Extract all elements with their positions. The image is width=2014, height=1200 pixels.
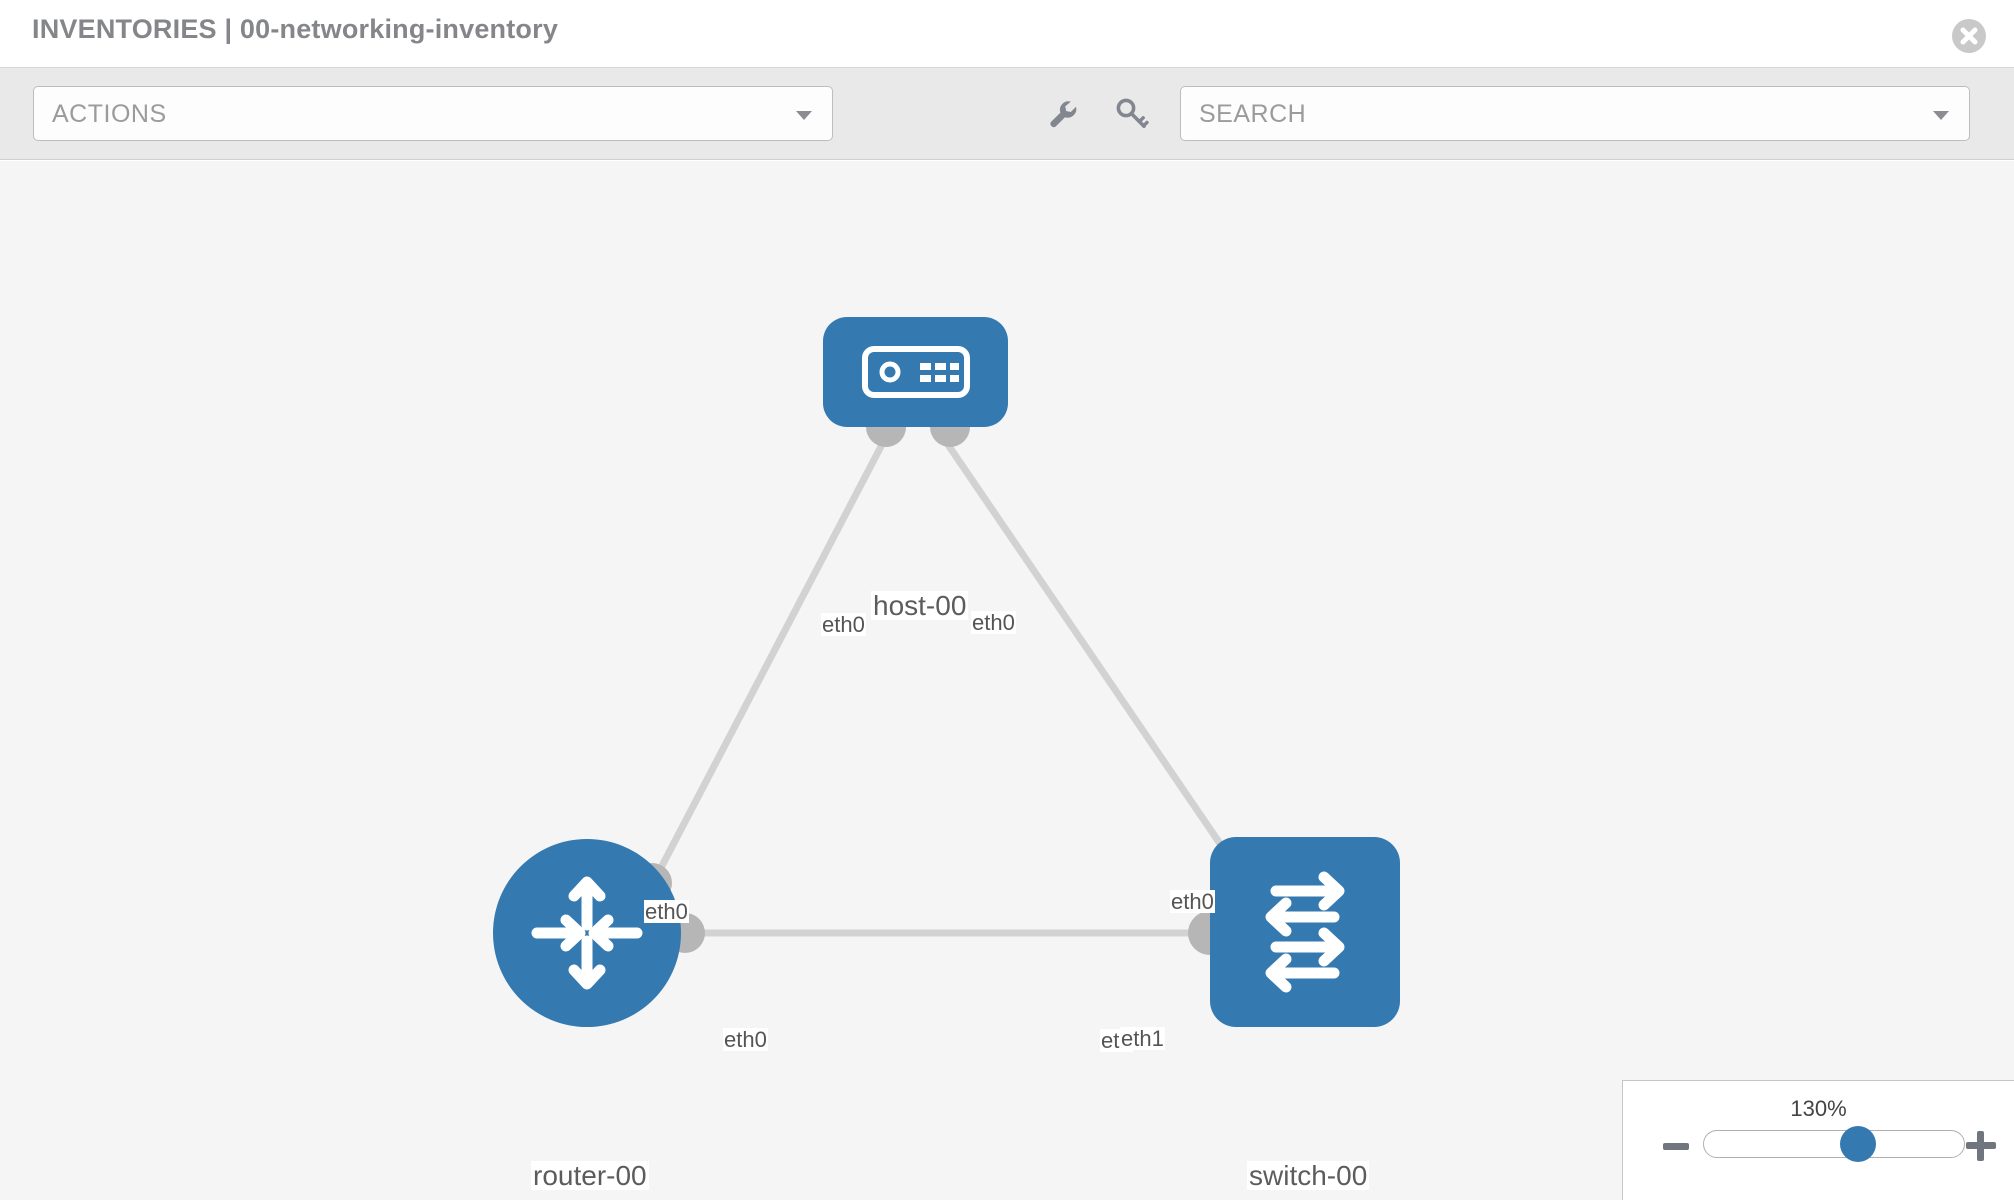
interface-label-host00-to-router00: eth0 xyxy=(821,612,866,637)
toolbar: ACTIONS SEARCH xyxy=(0,68,2014,160)
actions-dropdown[interactable]: ACTIONS xyxy=(33,86,833,141)
topology-canvas[interactable]: host-00 router-00 switch-00 eth0 eth0 et… xyxy=(0,161,2014,1200)
edge-host00-switch00 xyxy=(937,431,1243,875)
actions-dropdown-label: ACTIONS xyxy=(52,100,167,128)
zoom-slider[interactable] xyxy=(1703,1126,1965,1162)
window-titlebar: INVENTORIES | 00-networking-inventory xyxy=(0,0,2014,68)
zoom-control-panel: 130% xyxy=(1622,1080,2014,1200)
search-placeholder: SEARCH xyxy=(1199,100,1307,128)
node-host-00[interactable] xyxy=(823,317,1008,427)
chevron-down-icon[interactable] xyxy=(1933,111,1949,120)
key-icon[interactable] xyxy=(1113,96,1149,132)
node-router-00[interactable] xyxy=(493,839,681,1027)
minus-icon[interactable] xyxy=(1663,1143,1689,1150)
node-label-router-00: router-00 xyxy=(531,1160,649,1191)
router-arrows-icon xyxy=(531,876,643,990)
interface-label-switch00-to-router00: eth1 xyxy=(1120,1026,1165,1051)
switch-arrows-icon xyxy=(1265,871,1345,993)
interface-label-router00-to-switch00: eth0 xyxy=(723,1027,768,1052)
zoom-percent-label: 130% xyxy=(1790,1096,1847,1121)
wrench-icon[interactable] xyxy=(1045,96,1081,132)
interface-label-switch00-to-host00: eth0 xyxy=(1170,889,1215,914)
node-label-switch-00: switch-00 xyxy=(1247,1160,1370,1191)
plus-icon[interactable] xyxy=(1966,1131,1996,1161)
node-label-host-00: host-00 xyxy=(871,590,969,621)
zoom-slider-thumb[interactable] xyxy=(1840,1126,1876,1162)
edge-host00-router00 xyxy=(648,431,892,887)
node-switch-00[interactable] xyxy=(1210,837,1400,1027)
server-icon xyxy=(861,346,970,398)
close-icon[interactable] xyxy=(1952,19,1986,53)
topology-edges xyxy=(648,431,1243,937)
page-title: INVENTORIES | 00-networking-inventory xyxy=(32,14,559,44)
search-input[interactable]: SEARCH xyxy=(1180,86,1970,141)
interface-label-host00-to-switch00: eth0 xyxy=(971,610,1016,635)
interface-label-router00-to-host00: eth0 xyxy=(644,899,689,924)
chevron-down-icon xyxy=(796,111,812,120)
